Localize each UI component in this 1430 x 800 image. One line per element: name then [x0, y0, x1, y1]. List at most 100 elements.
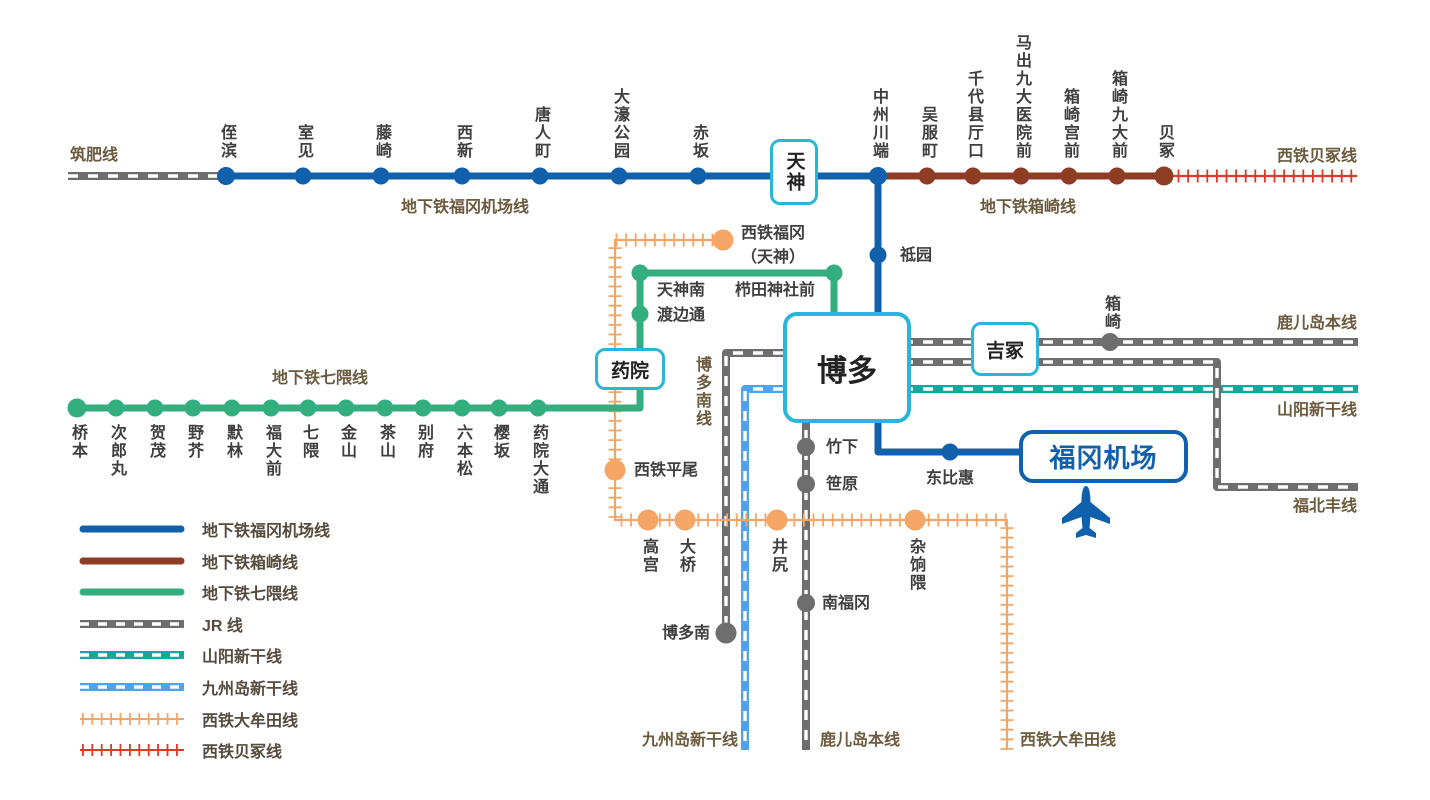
station-label-watanabedori: 渡边通: [657, 307, 706, 324]
station-label-ohashi: 大桥: [677, 538, 694, 574]
station-label-higashihie: 东比惠: [925, 470, 975, 487]
station-dot: [689, 167, 707, 185]
station-dot: [453, 399, 471, 417]
station-label-akasaka: 赤坂: [690, 124, 707, 160]
legend-item-kaizuka-line: 西铁贝冢线: [78, 739, 330, 761]
station-label-fukudaimae: 福大前: [263, 424, 280, 478]
station-label-kaizuka: 贝冢: [1156, 124, 1173, 160]
station-dot: [825, 264, 843, 282]
station-dot: [918, 167, 936, 185]
station-dot: [715, 622, 737, 644]
station-box-yoshizuka-label: 吉冢: [985, 340, 1024, 362]
nanakuma-line-dots: [67, 264, 843, 418]
legend-label: 地下铁箱崎线: [202, 554, 299, 572]
legend-label: 地下铁七隈线: [202, 586, 299, 604]
legend-item-sanyo-shinkansen: 山阳新干线: [78, 644, 330, 666]
station-label-nakasukawabata: 中州川端: [870, 88, 887, 160]
line-hakata-minami: [722, 349, 783, 630]
station-label-ijiri: 井尻: [769, 538, 786, 574]
line-label-kagoshima-south: 鹿儿岛本线: [820, 732, 901, 749]
station-dot: [797, 475, 815, 493]
station-label-befu: 别府: [415, 424, 432, 460]
legend-swatch-dashed-lightblue: [80, 682, 184, 691]
line-label-kaizuka-line: 西铁贝冢线: [1276, 148, 1357, 165]
legend-item-omuta-line: 西铁大牟田线: [78, 708, 330, 730]
legend-item-jr-line: JR 线: [78, 613, 330, 635]
station-dot: [337, 399, 355, 417]
station-dot: [797, 594, 815, 612]
station-dot: [184, 399, 202, 417]
line-label-kagoshima-east: 鹿儿岛本线: [1276, 315, 1357, 332]
station-label-hakozaki-jr: 箱崎: [1102, 295, 1119, 331]
legend-item-kyushu-shinkansen: 九州岛新干线: [78, 676, 330, 698]
station-label-hakozakimiyamae: 箱崎宫前: [1061, 88, 1078, 160]
station-dot: [631, 305, 649, 323]
line-label-hakata-minami: 博多南线: [693, 356, 710, 428]
station-label-maidashikyudaibyoinmae: 马出九大医院前: [1013, 34, 1030, 160]
line-label-kyushu-shinkansen: 九州岛新干线: [641, 732, 738, 749]
station-dot: [490, 399, 508, 417]
legend-swatch-solid-green: [79, 588, 185, 596]
line-label-nanakuma-line: 地下铁七隈线: [271, 370, 369, 387]
station-dot: [610, 167, 628, 185]
line-nanakuma: [73, 269, 838, 412]
station-label-sakurazaka: 樱坂: [491, 424, 508, 460]
line-label-fukuhoku: 福北丰线: [1292, 498, 1357, 515]
station-label-ropponmatsu: 六本松: [454, 424, 471, 478]
station-label-nishitetsu-hirao: 西铁平尾: [634, 462, 699, 479]
station-dot: [1012, 167, 1030, 185]
station-label-kanayama: 金山: [338, 424, 355, 460]
station-label-nishitetsu-fukuoka: 西铁福冈: [741, 225, 806, 242]
station-label-sasabaru: 笹原: [826, 476, 859, 493]
station-dot: [146, 399, 164, 417]
station-dot: [217, 167, 235, 185]
station-dot: [414, 399, 432, 417]
legend-label: 西铁大牟田线: [202, 712, 299, 730]
station-label-nishitetsu-fukuoka-tenjin: （天神）: [741, 249, 806, 266]
station-box-hakata: 博多: [783, 312, 911, 423]
legend-label: 西铁贝冢线: [202, 744, 283, 762]
line-label-airport-line: 地下铁福冈机场线: [400, 199, 530, 216]
station-dot: [941, 443, 959, 461]
station-label-yakuinodori: 药院大通: [530, 424, 547, 496]
omuta-line-dots: [604, 229, 926, 531]
station-dot: [904, 509, 926, 531]
station-dot: [712, 229, 734, 251]
station-dot: [1060, 167, 1078, 185]
line-kyushu-shinkansen: [741, 385, 783, 750]
station-label-nanakuma: 七隈: [300, 424, 317, 460]
station-dot: [964, 167, 982, 185]
station-label-takamiya: 高宫: [640, 538, 657, 574]
station-box-airport-label: 福冈机场: [1049, 443, 1158, 473]
station-dot: [1101, 333, 1119, 351]
station-box-yakuin: 药院: [595, 348, 665, 390]
legend-label: 地下铁福冈机场线: [202, 523, 331, 540]
station-label-hakataminami: 博多南: [661, 625, 710, 642]
legend-item-hakozaki-line: 地下铁箱崎线: [78, 550, 330, 572]
station-box-yakuin-label: 药院: [610, 360, 649, 382]
station-label-kushidajinjamae: 栉田神社前: [735, 282, 816, 299]
station-dot: [869, 246, 887, 264]
station-dot: [797, 438, 815, 456]
station-box-tenjin: 天神: [770, 139, 818, 205]
airplane-icon: [1062, 486, 1110, 538]
legend-swatch-ticked-red: [80, 744, 184, 757]
station-box-hakata-label: 博多: [817, 354, 877, 388]
station-dot: [107, 399, 125, 417]
station-dot: [529, 399, 547, 417]
station-box-yoshizuka: 吉冢: [971, 322, 1039, 376]
station-label-hakozakikyudaimae: 箱崎九大前: [1109, 70, 1126, 160]
station-dot: [1108, 167, 1126, 185]
station-dot: [294, 167, 312, 185]
legend-swatch-ticked-orange: [80, 712, 184, 725]
station-label-kamo: 贺茂: [147, 424, 164, 460]
station-dot: [631, 264, 649, 282]
line-omuta: [608, 233, 1014, 750]
station-label-tojinmachi: 唐人町: [532, 106, 549, 160]
station-dot: [372, 167, 390, 185]
legend-label: 山阳新干线: [202, 649, 283, 667]
station-label-minamifukuoka: 南福冈: [822, 595, 871, 612]
station-label-gofukumachi: 吴服町: [919, 106, 936, 160]
legend-item-airport-line: 地下铁福冈机场线: [78, 518, 330, 540]
line-label-hakozaki-line: 地下铁箱崎线: [979, 199, 1077, 216]
